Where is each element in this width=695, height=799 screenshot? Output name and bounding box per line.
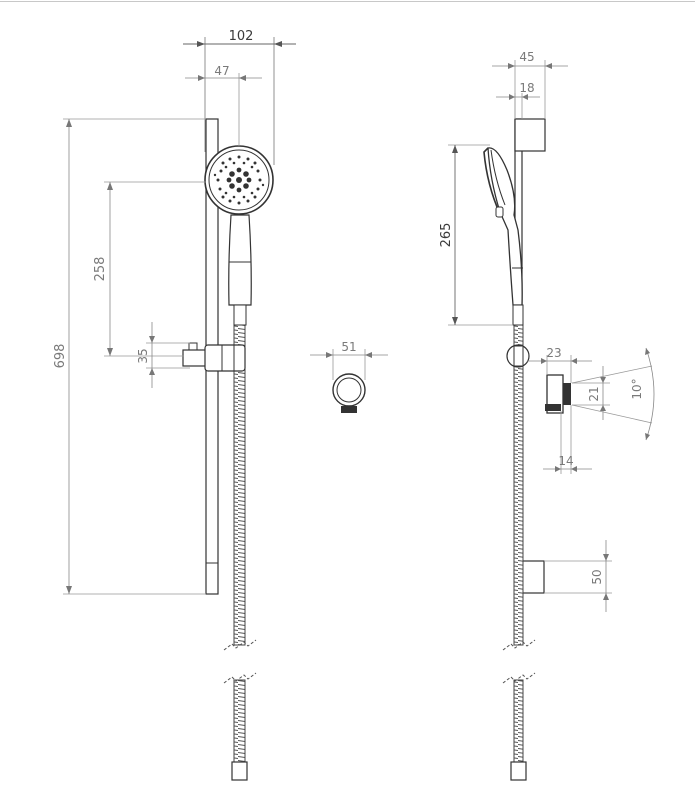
dim-slider-height: 35 xyxy=(136,348,150,363)
hose-nut-front xyxy=(231,761,248,781)
hose-nut-side xyxy=(510,761,527,781)
handle-connector xyxy=(233,304,247,326)
top-bracket-side xyxy=(514,118,546,152)
wall-outlet-side-view xyxy=(545,374,571,414)
wall-outlet-top-view: 51 xyxy=(310,340,388,413)
slider-knob xyxy=(188,342,198,351)
dim-outlet-angle: 10° xyxy=(630,378,644,399)
dim-rail-height: 698 xyxy=(53,344,68,369)
front-view: 102 47 698 258 35 xyxy=(53,29,296,781)
dim-total-depth: 45 xyxy=(519,50,534,64)
slider-body xyxy=(204,344,246,372)
bottom-bracket-side xyxy=(521,560,545,594)
dim-head-offset: 47 xyxy=(214,64,229,78)
dim-outlet-width: 51 xyxy=(341,340,356,354)
outlet-nozzle-top xyxy=(341,406,357,413)
handle-front xyxy=(228,214,252,306)
hose-lower-front xyxy=(233,679,246,763)
dim-outlet-nozzle: 14 xyxy=(558,454,573,468)
hose-lower-side xyxy=(513,679,524,763)
dim-head-height: 258 xyxy=(93,257,108,282)
break-mark-front xyxy=(223,639,257,684)
hose-upper-front xyxy=(233,324,246,646)
break-mark-side xyxy=(502,639,536,684)
shower-head-front xyxy=(204,145,274,215)
slider-lever xyxy=(182,349,208,367)
dim-outlet-depth: 23 xyxy=(546,346,561,360)
dim-bracket-height: 50 xyxy=(590,569,604,584)
side-view: 45 18 265 23 21 xyxy=(439,50,655,781)
dim-rail-depth: 18 xyxy=(519,81,534,95)
dim-head-length: 265 xyxy=(439,223,454,248)
dim-outlet-height: 21 xyxy=(587,386,601,401)
hose-upper-side xyxy=(513,324,524,646)
dim-head-width: 102 xyxy=(229,29,254,44)
